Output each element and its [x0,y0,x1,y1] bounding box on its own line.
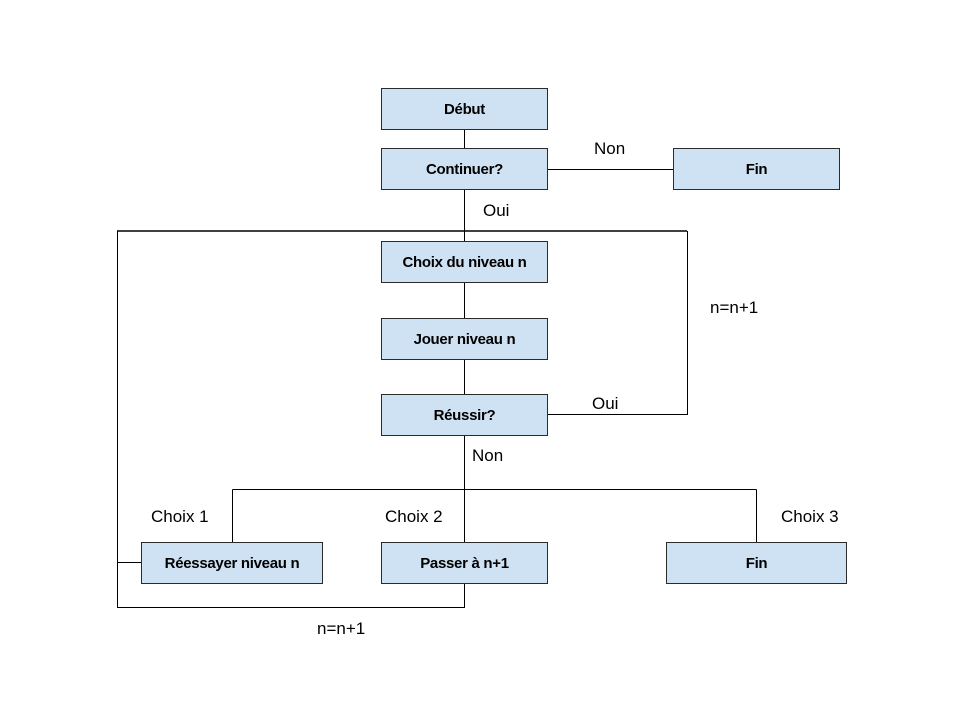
node-debut: Début [381,88,548,130]
edge-passer-loop [117,562,465,608]
node-reessayer-niveau: Réessayer niveau n [141,542,323,584]
node-jouer-niveau: Jouer niveau n [381,318,548,360]
edge-label-choix3: Choix 3 [781,507,839,526]
edge-label-increment-bottom: n=n+1 [317,619,366,638]
edge-label-continuer-oui: Oui [483,201,510,220]
edge-label-increment-right: n=n+1 [710,298,759,317]
edge-label-choix1: Choix 1 [151,507,209,526]
edge-label-continuer-non: Non [594,139,626,158]
edge-reussir-oui-loop [548,231,688,415]
node-passer-niveau: Passer à n+1 [381,542,548,584]
edge-label-reussir-oui: Oui [592,394,619,413]
node-continuer-decision: Continuer? [381,148,548,190]
node-fin-bottom: Fin [666,542,847,584]
node-fin-top: Fin [673,148,840,190]
edge-label-choix2: Choix 2 [385,507,443,526]
node-choix-niveau: Choix du niveau n [381,241,548,283]
edge-reessayer-loop [117,231,141,563]
edge-label-reussir-non: Non [472,446,504,465]
node-reussir-decision: Réussir? [381,394,548,436]
